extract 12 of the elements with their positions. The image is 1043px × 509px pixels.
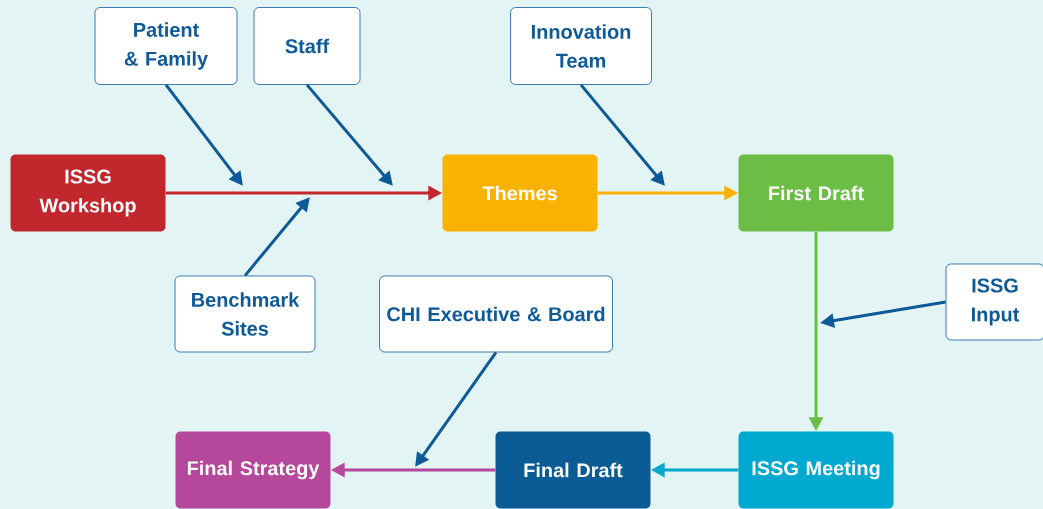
process-box: ISSG Meeting [738, 431, 894, 509]
process-box: Final Draft [495, 431, 651, 509]
input-box: ISSG Input [945, 263, 1043, 341]
process-box: First Draft [738, 154, 894, 232]
input-box: Benchmark Sites [174, 275, 316, 353]
input-box: CHI Executive & Board [379, 275, 613, 353]
input-box: Staff [253, 7, 361, 85]
process-box: Final Strategy [175, 431, 331, 509]
input-box: Patient & Family [94, 7, 238, 85]
input-box: Innovation Team [510, 7, 652, 85]
process-box: ISSG Workshop [10, 154, 166, 232]
process-box: Themes [442, 154, 598, 232]
